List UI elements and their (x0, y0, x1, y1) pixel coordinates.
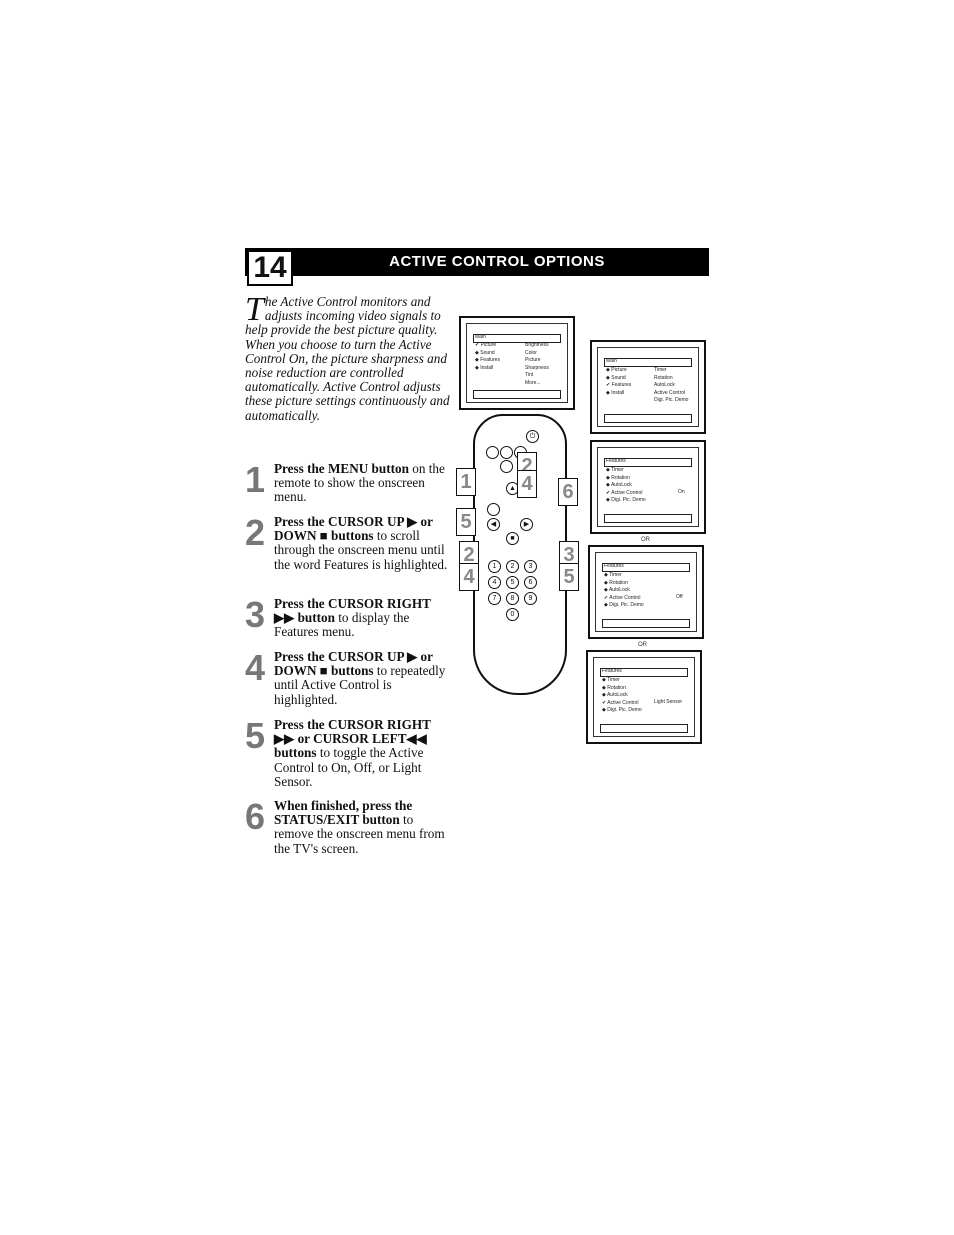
menu-items: ✔ Picture◆ Sound◆ Features◆ Install (475, 342, 500, 371)
step-1: 1 Press the MENU button on the remote to… (245, 459, 450, 505)
step-marker: 5 (559, 563, 579, 591)
menu-items: ◆ Timer◆ Rotation◆ AutoLock✔ Active Cont… (604, 572, 644, 608)
menu-button (500, 460, 513, 473)
step-detail: to toggle the Active Control to On, Off,… (274, 745, 424, 789)
step-number: 2 (245, 512, 266, 553)
number-button: 9 (524, 592, 537, 605)
number-button: 4 (488, 576, 501, 589)
step-marker: 3 (559, 541, 579, 569)
menu-title: Features (606, 458, 626, 464)
menu-items: ◆ Timer◆ Rotation◆ AutoLock✔ Active Cont… (606, 467, 646, 503)
menu-title: Main (606, 358, 617, 364)
step-marker: 6 (558, 478, 578, 506)
step-instruction: Press the CURSOR RIGHT ▶▶ button (274, 596, 431, 626)
step-number: 1 (245, 459, 266, 500)
step-number: 4 (245, 647, 266, 688)
step-instruction: Press the CURSOR UP ▶ or DOWN ■ buttons (274, 649, 433, 679)
section-number: 14 (247, 250, 293, 286)
color-button (486, 446, 499, 459)
step-instruction: Press the MENU button (274, 461, 409, 476)
step-marker: 4 (459, 563, 479, 591)
step-detail: on the remote to show the onscreen menu. (274, 461, 445, 505)
number-button: 7 (488, 592, 501, 605)
power-button: ⏻ (526, 430, 539, 443)
section-header: 14 ACTIVE CONTROL OPTIONS (245, 248, 709, 286)
step-3: 3 Press the CURSOR RIGHT ▶▶ button to di… (245, 594, 450, 640)
menu-title: Features (602, 668, 622, 674)
step-detail: to remove the onscreen menu from the TV'… (274, 812, 445, 856)
intro-text: he Active Control monitors and adjusts i… (245, 294, 450, 423)
number-button: 8 (506, 592, 519, 605)
step-instruction: Press the CURSOR RIGHT ▶▶ or CURSOR LEFT… (274, 717, 431, 761)
cursor-down-button: ■ (506, 532, 519, 545)
step-6: 6 When finished, press the STATUS/EXIT b… (245, 796, 450, 856)
menu-title: Main (475, 334, 486, 340)
step-marker: 1 (456, 468, 476, 496)
number-button: 1 (488, 560, 501, 573)
active-control-value: Off (676, 594, 683, 600)
or-caption: OR (641, 537, 650, 543)
step-5: 5 Press the CURSOR RIGHT ▶▶ or CURSOR LE… (245, 715, 450, 789)
step-2: 2 Press the CURSOR UP ▶ or DOWN ■ button… (245, 512, 450, 572)
cursor-right-button: ▶ (520, 518, 533, 531)
cursor-up-button (487, 503, 500, 516)
or-caption: OR (638, 642, 647, 648)
step-instruction: When finished, press the STATUS/EXIT but… (274, 798, 413, 828)
number-button: 3 (524, 560, 537, 573)
number-button: 2 (506, 560, 519, 573)
cursor-left-button: ◀ (487, 518, 500, 531)
section-title: ACTIVE CONTROL OPTIONS (389, 253, 605, 270)
step-number: 6 (245, 796, 266, 837)
color-button (500, 446, 513, 459)
drop-cap: T (245, 291, 264, 328)
menu-items: ◆ Timer◆ Rotation◆ AutoLock✔ Active Cont… (602, 677, 642, 713)
step-marker: 4 (517, 470, 537, 498)
step-detail: to repeatedly until Active Control is hi… (274, 663, 446, 707)
step-number: 3 (245, 594, 266, 635)
number-button: 0 (506, 608, 519, 621)
tv-screen-main-features: Main ◆ Picture◆ Sound✔ Features◆ Install… (590, 340, 706, 434)
number-button: 6 (524, 576, 537, 589)
active-control-value: On (678, 489, 685, 495)
step-detail: to display the Features menu. (274, 610, 410, 640)
tv-screen-features-off: Features ◆ Timer◆ Rotation◆ AutoLock✔ Ac… (588, 545, 704, 639)
step-detail: to scroll through the onscreen menu unti… (274, 528, 448, 572)
step-4: 4 Press the CURSOR UP ▶ or DOWN ■ button… (245, 647, 450, 707)
tv-screen-features-light-sensor: Features ◆ Timer◆ Rotation◆ AutoLock✔ Ac… (586, 650, 702, 744)
menu-items: ◆ Picture◆ Sound✔ Features◆ Install (606, 367, 632, 396)
tv-screen-main-picture: Main ✔ Picture◆ Sound◆ Features◆ Install… (459, 316, 575, 410)
number-button: 5 (506, 576, 519, 589)
step-marker: 5 (456, 508, 476, 536)
active-control-value: Light Sensor (654, 699, 683, 705)
step-number: 5 (245, 715, 266, 756)
tv-screen-features-on: Features ◆ Timer◆ Rotation◆ AutoLock✔ Ac… (590, 440, 706, 534)
menu-title: Features (604, 563, 624, 569)
step-instruction: Press the CURSOR UP ▶ or DOWN ■ buttons (274, 514, 433, 544)
